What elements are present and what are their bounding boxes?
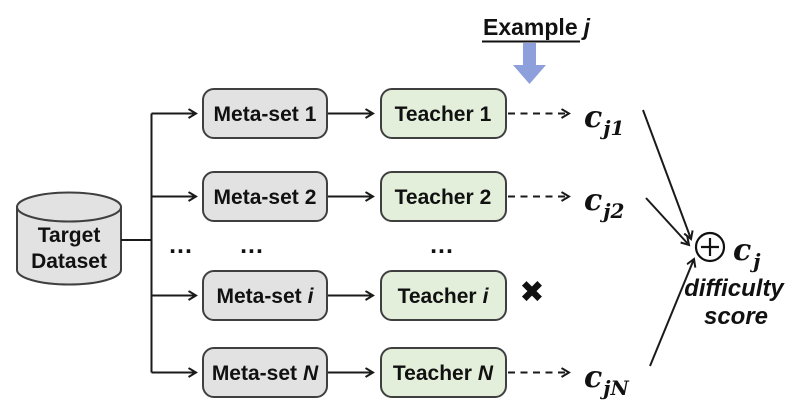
teacher-2-label: Teacher 2 — [395, 186, 492, 209]
meta-set-n-index: N — [303, 362, 319, 385]
meta-set-1-box — [202, 88, 328, 139]
output-c-j1-base: c — [584, 100, 602, 135]
meta-set-i-prefix: Meta-set — [216, 285, 301, 308]
difficulty-caption-line1: difficulty — [684, 275, 785, 302]
converge-arrow-1 — [642, 109, 691, 239]
output-c-jn: cjN — [584, 360, 630, 400]
row-i: Meta-set i Teacher i ✖ — [202, 270, 545, 321]
teacher-1-index: 1 — [480, 103, 492, 126]
output-c-jn-sub: jN — [599, 376, 629, 400]
meta-set-1-index: 1 — [305, 103, 317, 126]
example-label-prefix: Example — [483, 14, 578, 40]
output-c-j1-sub: j1 — [599, 116, 624, 140]
teacher-n-label: Teacher N — [393, 362, 494, 385]
cylinder-body — [16, 207, 122, 286]
example-label-index: j — [581, 14, 591, 40]
meta-set-1-label: Meta-set 1 — [214, 103, 317, 126]
output-c-j2-sub: j2 — [599, 199, 624, 223]
dataset-label-line1: Target — [38, 224, 101, 247]
teacher-n-index: N — [478, 362, 494, 385]
output-c-j1: cj1 — [584, 100, 624, 140]
row-n: Meta-set N Teacher N cjN — [202, 347, 630, 400]
converge-arrow-n — [649, 259, 694, 367]
converge-arrow-2 — [645, 197, 689, 245]
teacher-2-box — [380, 171, 507, 222]
ellipsis-meta: ... — [240, 231, 264, 259]
teacher-1-label: Teacher 1 — [395, 103, 492, 126]
output-c-j2-base: c — [584, 183, 602, 218]
teacher-n-prefix: Teacher — [393, 362, 472, 385]
teacher-2-index: 2 — [480, 186, 492, 209]
circled-plus-icon — [694, 231, 726, 263]
meta-set-2-label: Meta-set 2 — [214, 186, 317, 209]
meta-set-2-box — [202, 171, 328, 222]
teacher-n-box — [380, 347, 507, 398]
dataset-label-line2: Dataset — [31, 250, 107, 273]
output-c-jn-base: c — [584, 360, 602, 395]
meta-set-n-box — [202, 347, 328, 398]
example-down-arrow-icon — [513, 43, 546, 84]
meta-set-n-prefix: Meta-set — [212, 362, 297, 385]
teacher-i-index: i — [483, 285, 490, 308]
teacher-2-prefix: Teacher — [395, 186, 474, 209]
target-dataset-cylinder: Target Dataset — [16, 191, 122, 286]
teacher-i-prefix: Teacher — [398, 285, 477, 308]
ellipsis-teacher: ... — [430, 231, 454, 259]
meta-set-i-box — [202, 270, 328, 321]
ellipsis-trunk: ... — [169, 231, 193, 259]
row-2: Meta-set 2 Teacher 2 cj2 — [202, 171, 625, 223]
meta-set-1-prefix: Meta-set — [214, 103, 299, 126]
difficulty-caption-line2: score — [704, 303, 768, 330]
output-c-j2: cj2 — [584, 183, 625, 223]
meta-set-2-prefix: Meta-set — [214, 186, 299, 209]
teacher-i-box — [380, 270, 507, 321]
cross-icon: ✖ — [519, 275, 544, 310]
teacher-1-prefix: Teacher — [395, 103, 474, 126]
meta-set-2-index: 2 — [305, 186, 317, 209]
row-1: Meta-set 1 Teacher 1 cj1 — [202, 88, 624, 140]
meta-set-n-label: Meta-set N — [212, 362, 319, 385]
teacher-1-box — [380, 88, 507, 139]
cylinder-top — [16, 191, 122, 223]
meta-set-i-index: i — [308, 285, 315, 308]
output-c-j-base: c — [733, 233, 751, 268]
teacher-i-label: Teacher i — [398, 285, 490, 308]
meta-set-i-label: Meta-set i — [216, 285, 314, 308]
